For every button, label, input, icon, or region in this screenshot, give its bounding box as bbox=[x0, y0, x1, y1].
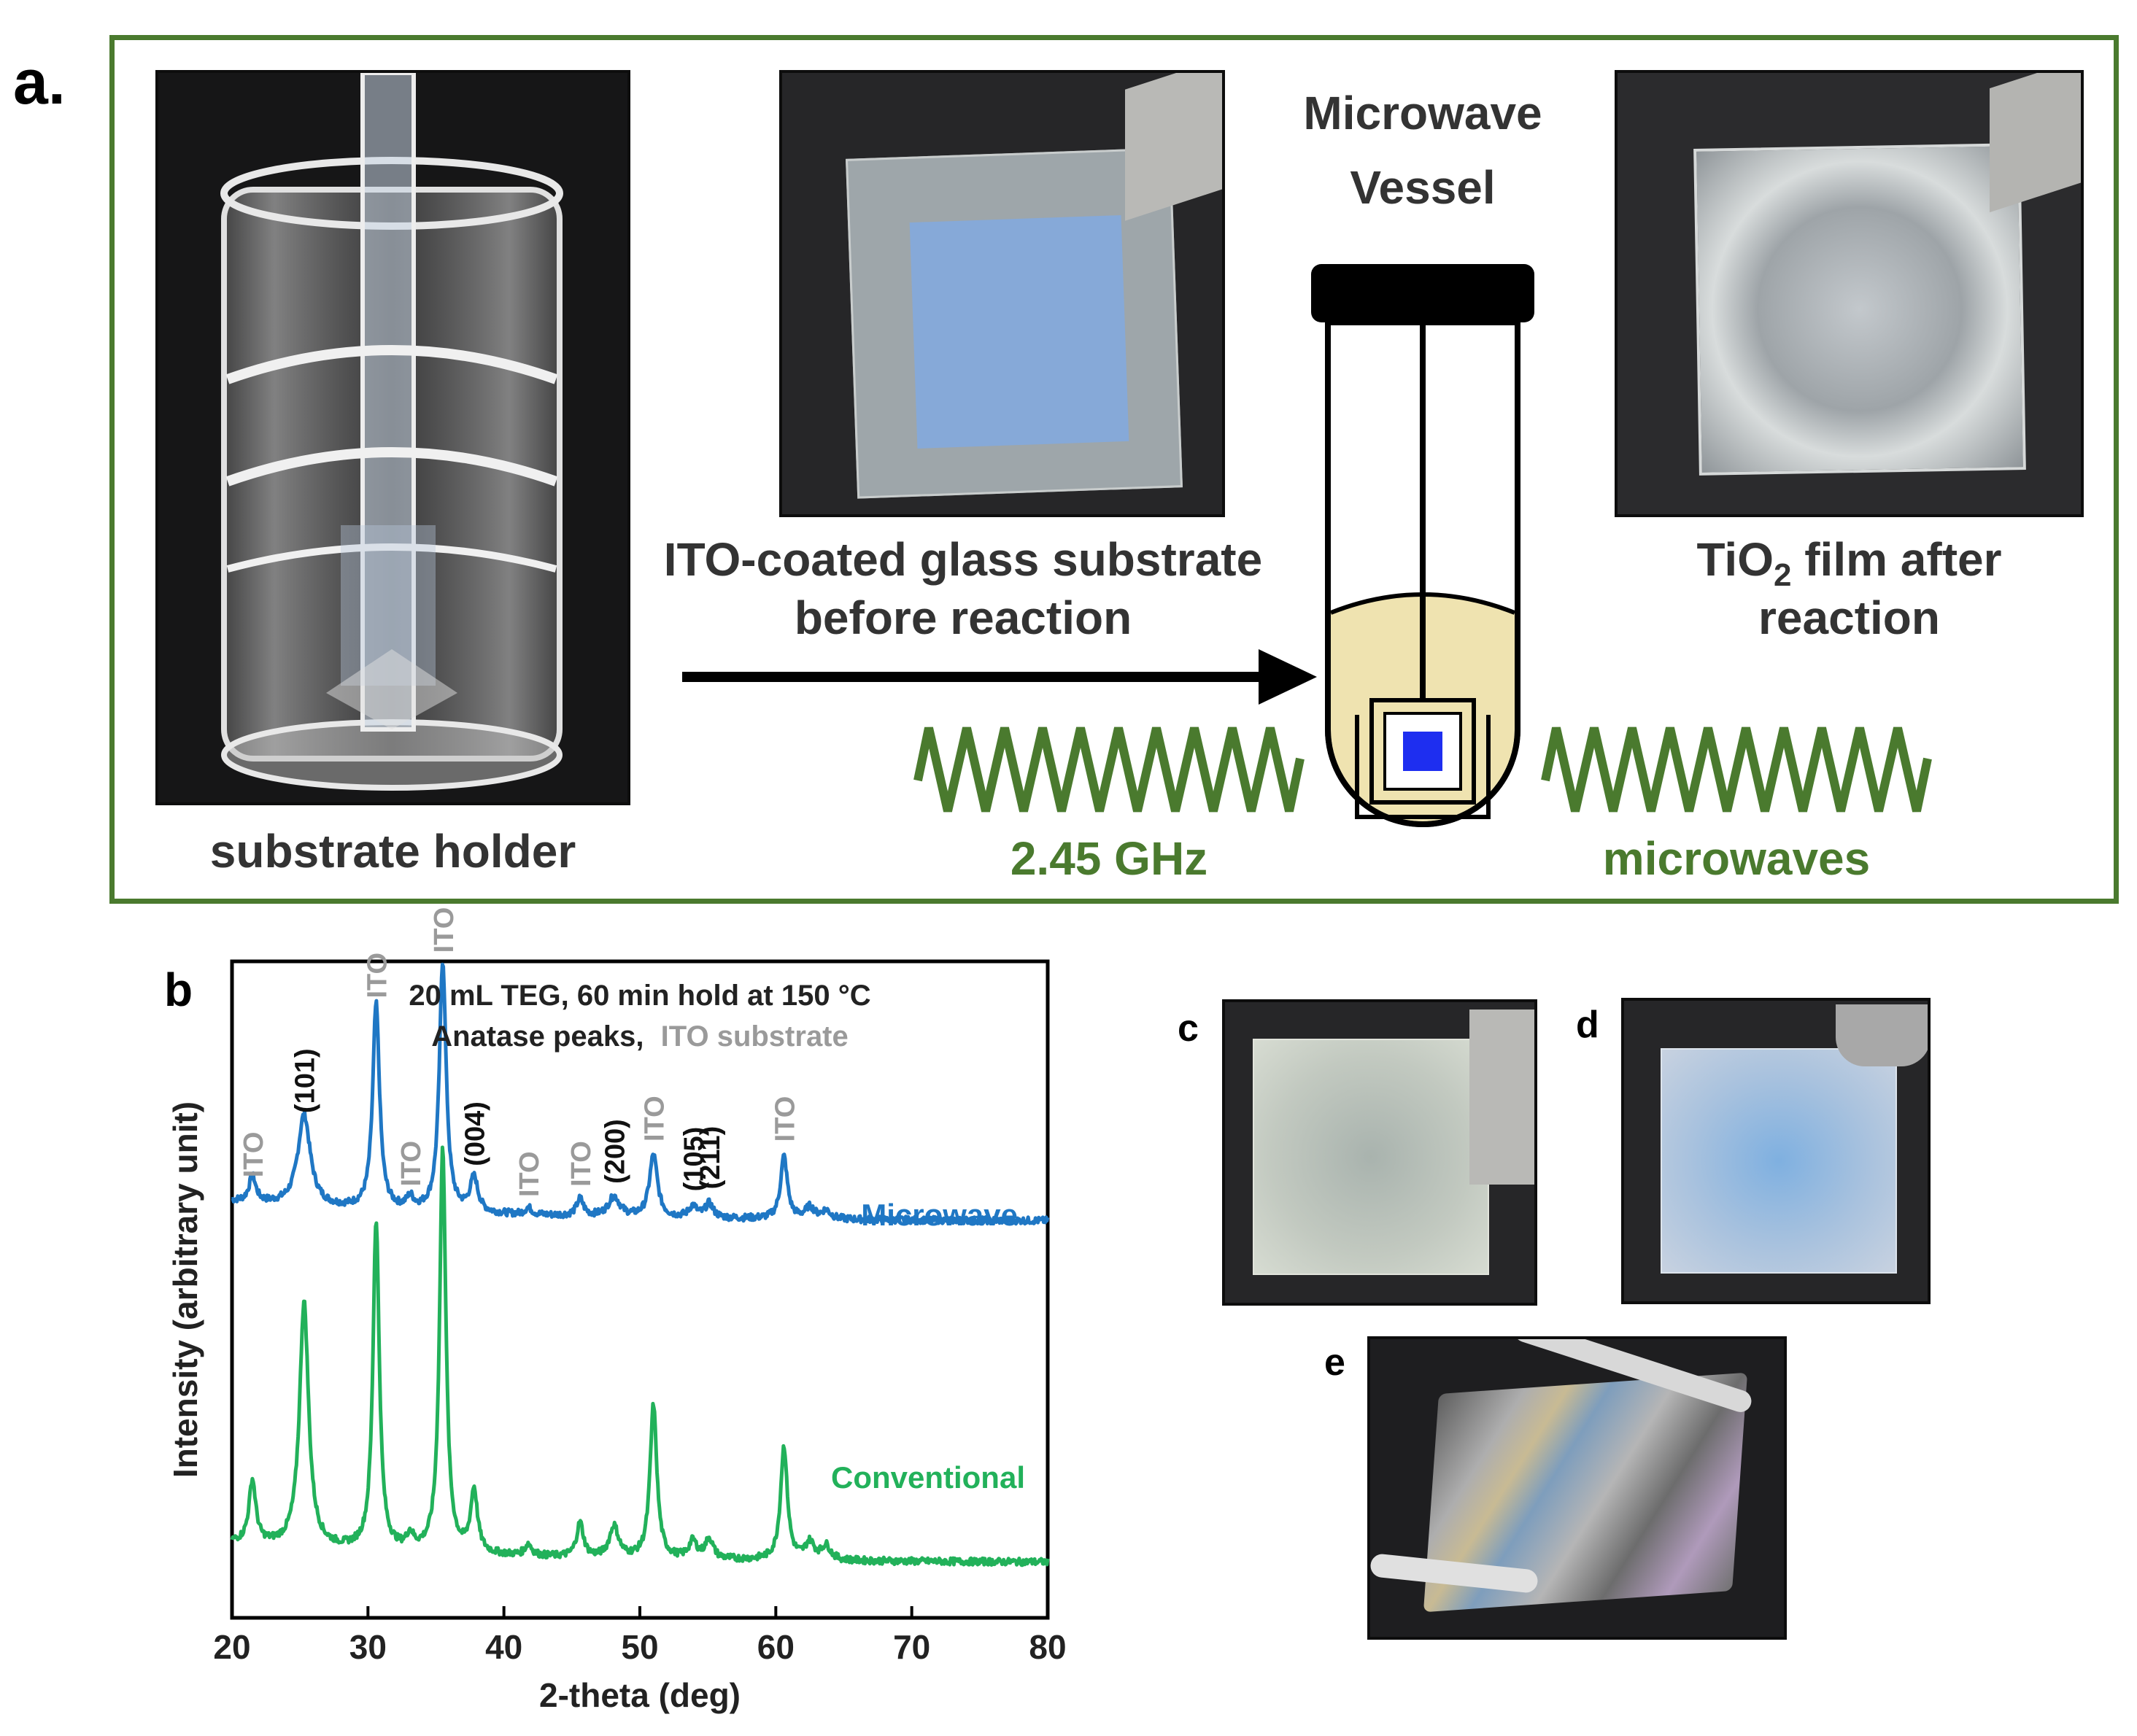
panel-a-label: a. bbox=[13, 47, 66, 117]
microwave-vessel bbox=[1311, 264, 1534, 827]
panel-d-photo bbox=[1621, 998, 1931, 1304]
anatase-peak-label: (101) bbox=[290, 1048, 321, 1113]
frequency-label: 2.45 GHz bbox=[1010, 832, 1208, 885]
ito-peak-label: ITO bbox=[429, 907, 460, 953]
panel-c-label: c bbox=[1178, 1007, 1199, 1050]
tio2-caption-rest: film after bbox=[1791, 533, 2002, 586]
microwaves-label: microwaves bbox=[1602, 832, 1871, 885]
series-line-microwave bbox=[231, 962, 1050, 1226]
tio2-subscript: 2 bbox=[1773, 557, 1792, 593]
panel-b-label: b bbox=[164, 964, 193, 1016]
legend-conventional: Conventional bbox=[831, 1460, 1025, 1495]
tio2-caption-line1: TiO2 film after bbox=[1615, 532, 2084, 594]
title-ito: ITO substrate bbox=[661, 1020, 849, 1053]
plot-frame bbox=[230, 959, 1050, 1620]
vessel-label-line2: Vessel bbox=[1350, 161, 1496, 214]
panel-e-label: e bbox=[1324, 1341, 1345, 1384]
substrate-holder-caption: substrate holder bbox=[209, 825, 576, 877]
tio2-caption-line2: reaction bbox=[1758, 592, 1940, 644]
x-axis-label: 2-theta (deg) bbox=[539, 1676, 741, 1714]
process-arrow bbox=[682, 649, 1317, 705]
anatase-peak-label: (004) bbox=[460, 1101, 491, 1166]
x-tick-label: 30 bbox=[349, 1628, 387, 1666]
beaker-illustration bbox=[220, 73, 563, 791]
chart-title-line1: 20 mL TEG, 60 min hold at 150 °C bbox=[409, 980, 870, 1012]
ito-caption-line1: ITO-coated glass substrate bbox=[663, 533, 1263, 586]
tio2-formula: TiO bbox=[1696, 533, 1774, 586]
title-anatase: Anatase peaks, bbox=[431, 1020, 644, 1053]
panel-e-photo bbox=[1367, 1336, 1787, 1640]
legend-microwave: Microwave bbox=[861, 1198, 1018, 1232]
panel-d-label: d bbox=[1576, 1004, 1599, 1046]
ito-peak-label: ITO bbox=[770, 1096, 801, 1142]
microwave-wave-left bbox=[913, 726, 1305, 813]
vessel-label-line1: Microwave bbox=[1303, 87, 1542, 139]
ito-peak-label: ITO bbox=[363, 953, 393, 999]
panel-a-frame bbox=[109, 35, 2119, 904]
panel-d-tweezer bbox=[1836, 1004, 1928, 1066]
substrate-holder-photo bbox=[155, 70, 630, 805]
panel-d-film bbox=[1661, 1048, 1897, 1274]
panel-c-tweezer bbox=[1469, 1010, 1534, 1185]
x-tick-label: 60 bbox=[757, 1628, 795, 1666]
chart-title-line2: Anatase peaks, ITO substrate bbox=[431, 1020, 849, 1053]
ito-caption-line2: before reaction bbox=[794, 592, 1132, 644]
ito-peak-label: ITO bbox=[396, 1141, 427, 1187]
ito-peak-label: ITO bbox=[239, 1132, 269, 1178]
series-line-conventional bbox=[230, 1145, 1050, 1568]
x-tick-label: 80 bbox=[1029, 1628, 1066, 1666]
microwave-wave-right bbox=[1541, 726, 1932, 813]
ito-substrate-photo bbox=[779, 70, 1225, 517]
anatase-peak-label: (105) bbox=[679, 1127, 710, 1192]
x-tick-label: 40 bbox=[485, 1628, 522, 1666]
x-tick-label: 20 bbox=[213, 1628, 250, 1666]
x-tick-label: 70 bbox=[893, 1628, 930, 1666]
tio2-film-photo bbox=[1615, 70, 2084, 517]
x-tick-label: 50 bbox=[621, 1628, 658, 1666]
anatase-peak-label: (211) bbox=[695, 1126, 726, 1190]
ito-peak-label: ITO bbox=[566, 1141, 597, 1187]
ito-peak-label: ITO bbox=[514, 1151, 545, 1197]
ito-peak-label: ITO bbox=[640, 1096, 671, 1142]
panel-c-film bbox=[1253, 1039, 1489, 1275]
anatase-peak-label: (200) bbox=[600, 1119, 631, 1184]
panel-c-photo bbox=[1222, 999, 1537, 1306]
y-axis-label: Intensity (arbitrary unit) bbox=[166, 1101, 204, 1478]
